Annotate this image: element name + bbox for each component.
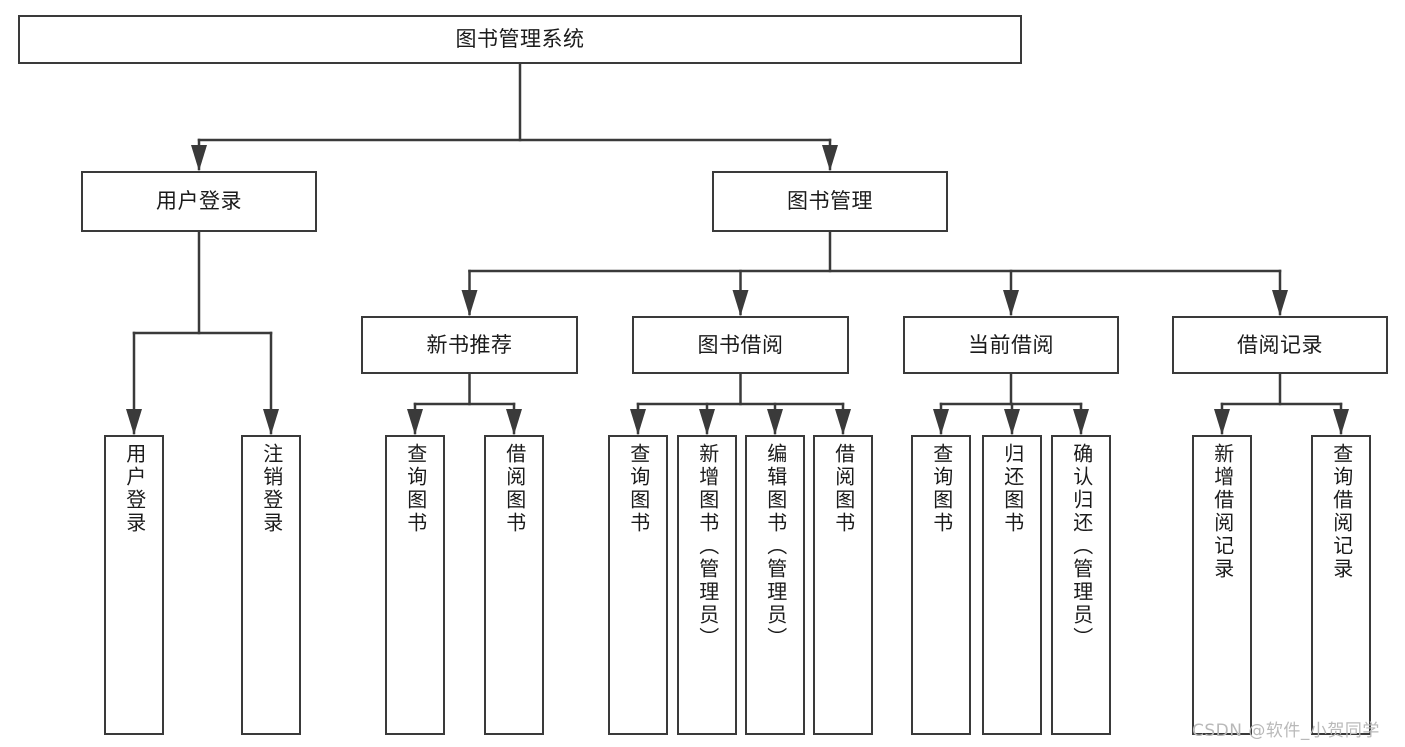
node-label-leaf-1: 用户登录 [122,443,147,535]
node-box-root: 图书管理系统 [18,15,1022,64]
node-box-leaf-3: 查询图书 [385,435,445,735]
node-box-records: 借阅记录 [1172,316,1388,374]
node-box-leaf-12: 新增借阅记录 [1192,435,1252,735]
node-box-bookmgmt: 图书管理 [712,171,948,232]
node-box-current: 当前借阅 [903,316,1119,374]
node-box-login: 用户登录 [81,171,317,232]
node-label-current: 当前借阅 [968,332,1054,357]
node-box-leaf-7: 编辑图书（管理员） [745,435,805,735]
node-label-leaf-11: 确认归还（管理员） [1069,443,1094,650]
node-box-leaf-5: 查询图书 [608,435,668,735]
node-box-leaf-11: 确认归还（管理员） [1051,435,1111,735]
node-label-leaf-13: 查询借阅记录 [1329,443,1354,581]
node-label-leaf-8: 借阅图书 [831,443,856,535]
node-label-leaf-2: 注销登录 [259,443,284,535]
node-label-borrow: 图书借阅 [697,332,784,357]
node-box-leaf-6: 新增图书（管理员） [677,435,737,735]
node-label-leaf-5: 查询图书 [626,443,651,535]
node-label-login: 用户登录 [156,189,242,214]
node-label-records: 借阅记录 [1237,332,1323,357]
node-label-root: 图书管理系统 [455,27,585,52]
node-box-leaf-1: 用户登录 [104,435,164,735]
node-label-leaf-3: 查询图书 [403,443,428,535]
node-box-leaf-13: 查询借阅记录 [1311,435,1371,735]
node-box-newbook: 新书推荐 [361,316,578,374]
node-box-leaf-9: 查询图书 [911,435,971,735]
node-label-newbook: 新书推荐 [426,332,513,357]
node-label-bookmgmt: 图书管理 [787,189,873,214]
node-label-leaf-12: 新增借阅记录 [1210,443,1235,581]
node-box-borrow: 图书借阅 [632,316,849,374]
node-label-leaf-6: 新增图书（管理员） [695,443,720,650]
node-label-leaf-9: 查询图书 [929,443,954,535]
node-box-leaf-4: 借阅图书 [484,435,544,735]
node-box-leaf-10: 归还图书 [982,435,1042,735]
watermark-text: CSDN @软件_小贺同学 [1192,721,1380,741]
node-label-leaf-10: 归还图书 [1000,443,1025,535]
node-box-leaf-8: 借阅图书 [813,435,873,735]
node-box-leaf-2: 注销登录 [241,435,301,735]
node-label-leaf-4: 借阅图书 [502,443,527,535]
node-label-leaf-7: 编辑图书（管理员） [763,443,788,650]
